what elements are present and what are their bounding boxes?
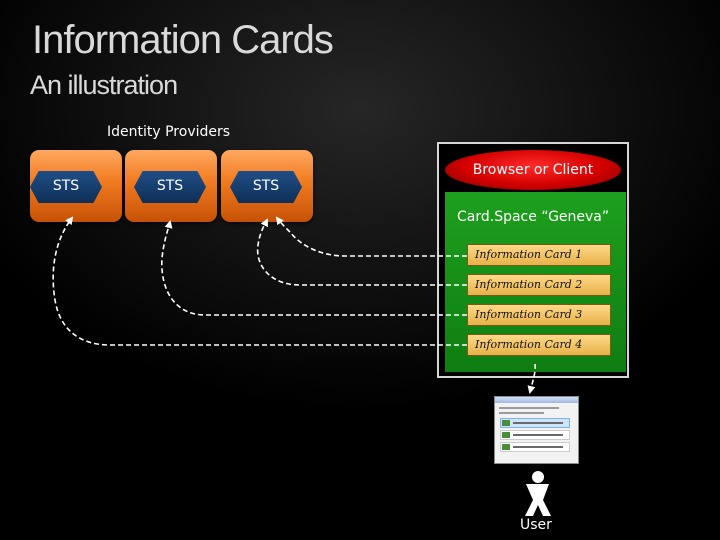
dialog-text-line — [499, 412, 544, 414]
information-card-2: Information Card 2 — [467, 274, 611, 296]
sts-label-1: STS — [52, 178, 80, 194]
identity-provider-2: STS — [125, 150, 217, 222]
arrow-card4-to-sts1 — [52, 216, 467, 346]
arrow-client-to-dialog — [527, 363, 536, 394]
identity-providers-label: Identity Providers — [107, 124, 231, 140]
sts-hexagon-3: STS — [230, 171, 302, 203]
dialog-card-item — [500, 430, 570, 440]
dialog-card-item-selected — [500, 418, 570, 428]
information-card-1: Information Card 1 — [467, 244, 611, 266]
user-label: User — [520, 517, 552, 533]
cardspace-label: Card.Space “Geneva” — [457, 209, 610, 225]
identity-provider-1: STS — [30, 150, 122, 222]
information-card-3: Information Card 3 — [467, 304, 611, 326]
user-figure-icon — [525, 471, 551, 516]
arrow-card2-to-sts3 — [256, 218, 467, 286]
browser-or-client-label: Browser or Client — [445, 150, 621, 190]
information-card-4: Information Card 4 — [467, 334, 611, 356]
card-selector-dialog-thumbnail — [494, 396, 579, 464]
sts-label-3: STS — [252, 178, 280, 194]
sts-hexagon-1: STS — [30, 171, 102, 203]
dialog-titlebar — [495, 397, 578, 403]
slide-title: Information Cards — [32, 18, 334, 62]
arrow-card1-to-sts3 — [275, 216, 467, 257]
sts-label-2: STS — [156, 178, 184, 194]
arrow-card3-to-sts2 — [161, 220, 467, 316]
slide-subtitle: An illustration — [30, 70, 178, 100]
sts-hexagon-2: STS — [134, 171, 206, 203]
identity-provider-3: STS — [221, 150, 313, 222]
dialog-card-item — [500, 442, 570, 452]
dialog-text-line — [499, 407, 559, 409]
